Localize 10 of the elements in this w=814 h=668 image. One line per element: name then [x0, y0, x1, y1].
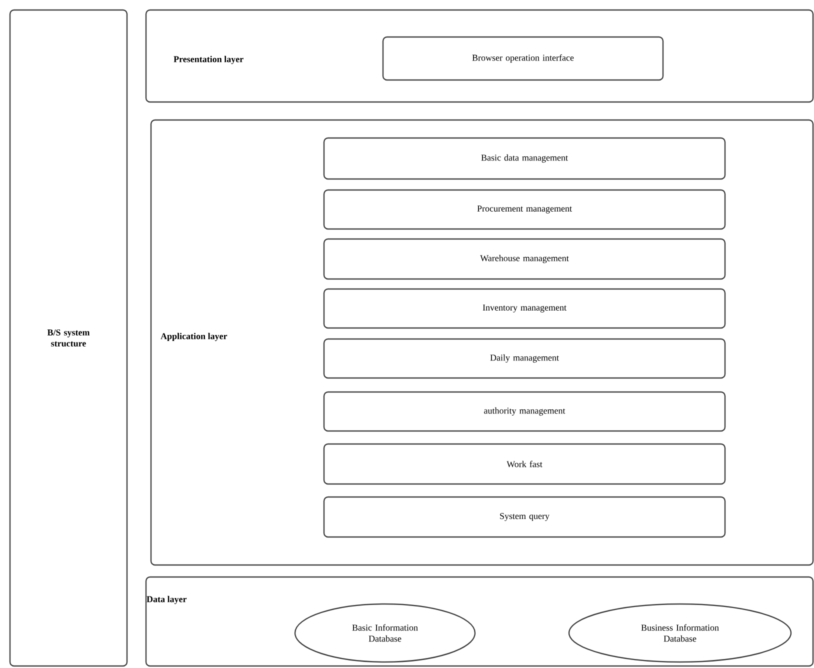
- module-box: Daily management: [323, 338, 726, 379]
- module-box: Procurement management: [323, 189, 726, 230]
- module-box: System query: [323, 496, 726, 538]
- module-box: Inventory management: [323, 288, 726, 329]
- structure-box: B/S system structure: [9, 9, 128, 667]
- module-box: Basic data management: [323, 137, 726, 180]
- module-box: authority management: [323, 391, 726, 432]
- module-box: Warehouse management: [323, 238, 726, 280]
- module-box: Browser operation interface: [382, 36, 664, 81]
- module-box: Work fast: [323, 443, 726, 485]
